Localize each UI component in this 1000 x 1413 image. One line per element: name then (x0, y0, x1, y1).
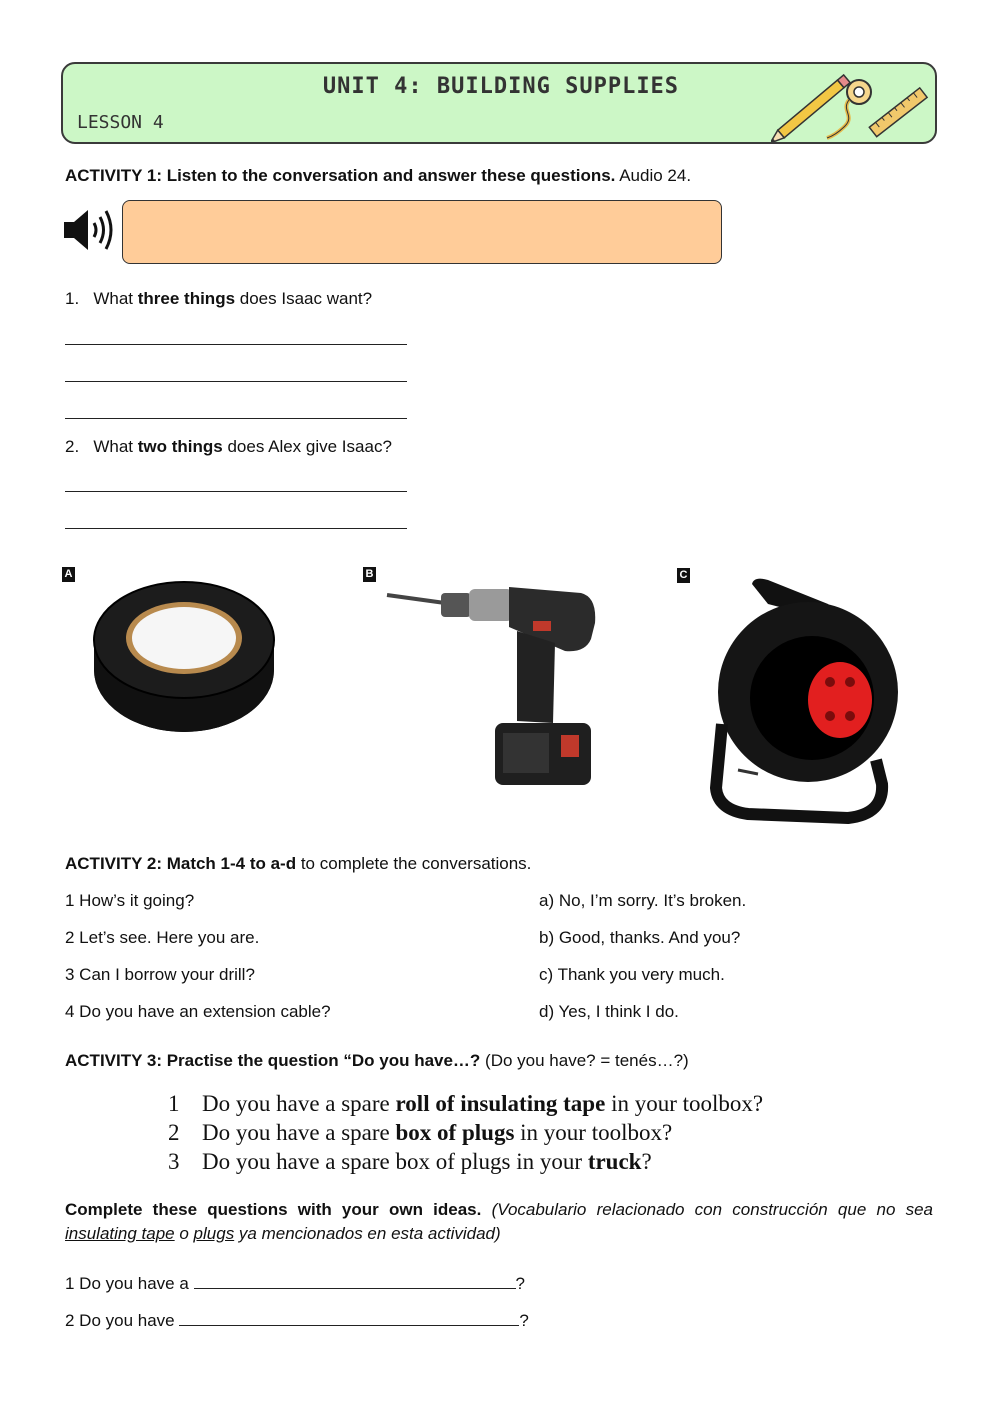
activity3-heading: ACTIVITY 3: Practise the question “Do yo… (65, 1051, 689, 1070)
unit-title: UNIT 4: BUILDING SUPPLIES (322, 74, 680, 99)
activity2-heading: ACTIVITY 2: Match 1-4 to a-d to complete… (65, 854, 532, 873)
complete-instructions: Complete these questions with your own i… (65, 1200, 934, 1243)
answer-line-2b[interactable] (65, 528, 407, 529)
match-right-a: a) No, I’m sorry. It’s broken. (539, 891, 747, 910)
question-1: 1. What three things does Isaac want? (65, 289, 373, 308)
lesson-label: LESSON 4 (77, 112, 164, 133)
answer-line-1b[interactable] (65, 381, 407, 382)
match-left-4: 4 Do you have an extension cable? (65, 1002, 331, 1021)
image-label-c: C (677, 568, 690, 583)
match-left-2: 2 Let’s see. Here you are. (65, 928, 260, 947)
answer-line-1c[interactable] (65, 418, 407, 419)
complete-blank-1[interactable] (193, 1272, 516, 1289)
extension-cable-reel-icon (709, 578, 898, 824)
complete-blank-2[interactable] (179, 1309, 520, 1326)
unit-header: UNIT 4: BUILDING SUPPLIES LESSON 4 (61, 62, 937, 144)
building-tools-icon (771, 73, 929, 142)
match-right-c: c) Thank you very much. (539, 965, 725, 984)
audio-player-box[interactable] (122, 200, 722, 264)
answer-line-2a[interactable] (65, 491, 407, 492)
question-2: 2. What two things does Alex give Isaac? (65, 437, 392, 456)
answer-line-1a[interactable] (65, 344, 407, 345)
insulating-tape-icon (93, 581, 275, 732)
complete-item-2: 2 Do you have ? (65, 1309, 529, 1330)
image-label-b: B (363, 567, 376, 582)
match-right-d: d) Yes, I think I do. (539, 1002, 679, 1021)
cordless-drill-icon (386, 587, 596, 785)
image-label-a: A (62, 567, 75, 582)
activity1-heading: ACTIVITY 1: Listen to the conversation a… (65, 166, 692, 185)
match-left-3: 3 Can I borrow your drill? (65, 965, 255, 984)
speaker-icon[interactable] (62, 207, 118, 253)
match-left-1: 1 How’s it going? (65, 891, 195, 910)
complete-item-1: 1 Do you have a ? (65, 1272, 525, 1293)
match-right-b: b) Good, thanks. And you? (539, 928, 741, 947)
